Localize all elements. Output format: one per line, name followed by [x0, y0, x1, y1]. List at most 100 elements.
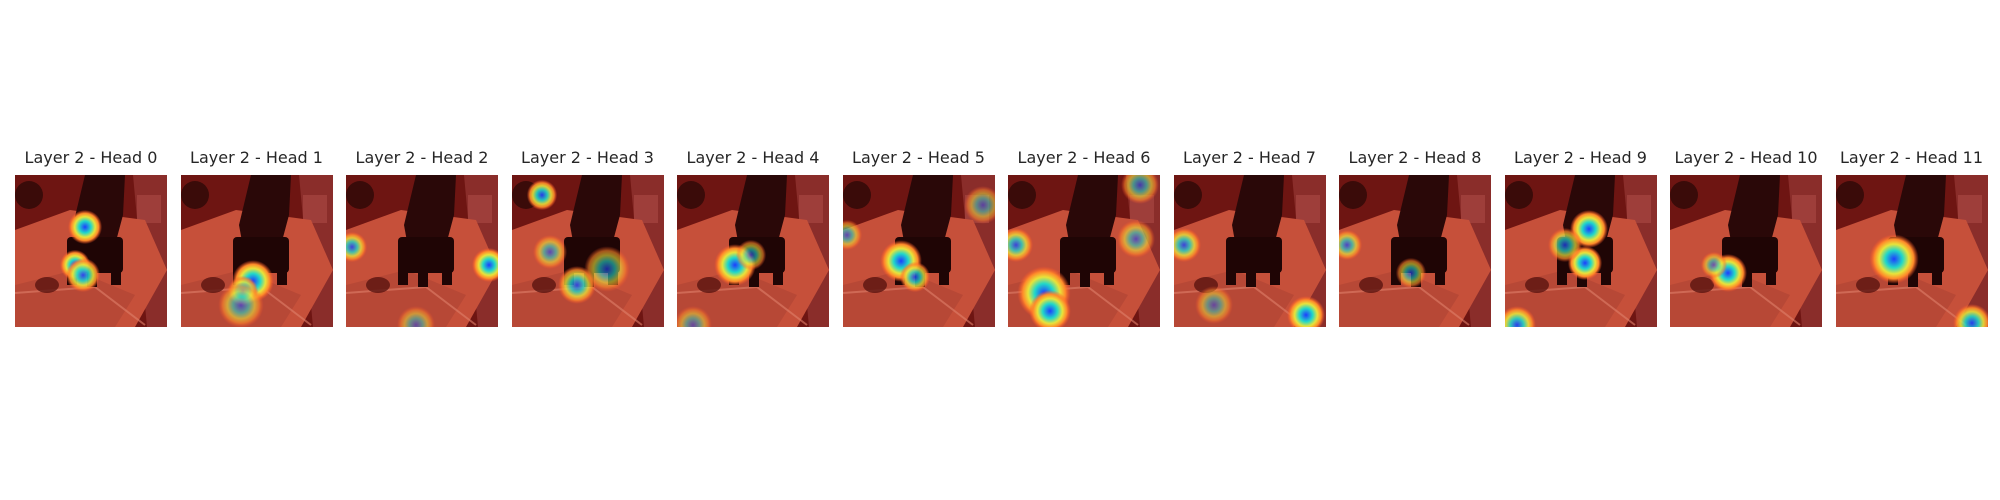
attention-hotspot [1286, 296, 1325, 327]
attention-hotspot [677, 306, 712, 327]
gripper-finger [276, 267, 287, 285]
round-object [15, 181, 43, 209]
robot-arm-shape [735, 175, 787, 247]
panel-title: Layer 2 - Head 10 [1674, 148, 1818, 167]
attention-hotspot [1117, 220, 1155, 258]
attention-hotspot [1121, 175, 1159, 204]
attention-heatmap-image [346, 175, 498, 327]
cabinet-panel [1626, 195, 1651, 223]
panel-title: Layer 2 - Head 4 [686, 148, 820, 167]
attention-hotspot [735, 239, 767, 271]
round-object [1835, 181, 1864, 209]
robot-arm-shape [1728, 175, 1780, 247]
attention-heatmap-image [15, 175, 167, 327]
attention-heatmap-image [1835, 175, 1988, 327]
round-object [346, 181, 374, 209]
robot-arm-shape [1397, 175, 1449, 247]
gripper-body [1225, 237, 1282, 273]
cabinet-panel [1461, 195, 1485, 223]
attention-hotspot [471, 247, 498, 283]
attention-heatmap-image [1339, 175, 1491, 327]
round-object [1504, 181, 1533, 209]
round-object [1670, 181, 1698, 209]
gripper-finger [1225, 267, 1236, 285]
panel-title: Layer 2 - Head 7 [1183, 148, 1316, 167]
bowl-shape [697, 277, 721, 293]
gripper-body [1060, 237, 1116, 273]
bowl-shape [200, 277, 225, 293]
attention-hotspot [583, 246, 630, 292]
cabinet-panel [1792, 195, 1816, 223]
gripper-finger [1600, 267, 1611, 285]
panel-title: Layer 2 - Head 6 [1017, 148, 1151, 167]
attention-heatmap-image [842, 175, 995, 327]
gripper-finger [1931, 267, 1942, 285]
round-object [1008, 181, 1036, 209]
attention-hotspot [526, 179, 557, 211]
panel-title: Layer 2 - Head 0 [24, 148, 158, 167]
attention-hotspot [1547, 227, 1582, 263]
panel-title: Layer 2 - Head 3 [521, 148, 654, 167]
attention-hotspot [532, 234, 567, 270]
panel-title: Layer 2 - Head 9 [1514, 148, 1647, 167]
attention-hotspot [1029, 290, 1071, 327]
attention-hotspot [1339, 229, 1363, 261]
gripper-finger [1742, 269, 1752, 287]
gripper-finger [1556, 267, 1567, 285]
attention-hotspot [842, 219, 862, 251]
bowl-shape [1359, 277, 1383, 293]
bowl-shape [1524, 277, 1549, 293]
attention-hotspot [1868, 234, 1919, 284]
panel-title: Layer 2 - Head 5 [852, 148, 985, 167]
round-object [677, 181, 705, 209]
gripper-finger [442, 267, 452, 285]
gripper-finger [1907, 269, 1918, 287]
attention-hotspot [1194, 286, 1233, 324]
robot-arm-shape [1231, 175, 1284, 247]
cabinet-panel [137, 195, 161, 223]
attention-hotspot [1008, 227, 1034, 263]
attention-heatmap-image [1504, 175, 1657, 327]
attention-hotspot [65, 257, 101, 293]
gripper-finger [398, 267, 408, 285]
cabinet-panel [468, 195, 492, 223]
round-object [842, 181, 871, 209]
round-object [1339, 181, 1367, 209]
bowl-shape [1855, 277, 1880, 293]
cabinet-panel [1295, 195, 1320, 223]
cabinet-panel [1957, 195, 1982, 223]
robot-arm-shape [238, 175, 291, 247]
gripper-finger [1104, 267, 1114, 285]
bowl-shape [366, 277, 390, 293]
attention-hotspot [1952, 304, 1988, 327]
round-object [180, 181, 209, 209]
panel-title: Layer 2 - Head 11 [1839, 148, 1984, 167]
gripper-finger [111, 267, 121, 285]
robot-arm-shape [1893, 175, 1946, 247]
attention-hotspot [1395, 257, 1427, 289]
gripper-finger [773, 267, 783, 285]
cabinet-panel [799, 195, 823, 223]
attention-heatmap-image [180, 175, 333, 327]
robot-arm-shape [404, 175, 456, 247]
robot-arm-shape [1066, 175, 1118, 247]
gripper-finger [1080, 269, 1090, 287]
attention-hotspot [217, 282, 264, 327]
cabinet-panel [633, 195, 658, 223]
gripper-finger [938, 267, 949, 285]
attention-hotspot [1700, 251, 1728, 279]
attention-hotspot [899, 261, 930, 293]
robot-arm-shape [900, 175, 953, 247]
attention-heatmap-image [1670, 175, 1822, 327]
gripper-finger [749, 269, 759, 287]
bowl-shape [531, 277, 556, 293]
panel-title: Layer 2 - Head 1 [190, 148, 323, 167]
gripper-finger [1435, 267, 1445, 285]
gripper-finger [418, 269, 428, 287]
attention-hotspot [67, 209, 103, 245]
gripper-finger [1060, 267, 1070, 285]
gripper-body [398, 237, 454, 273]
cabinet-panel [302, 195, 327, 223]
attention-hotspot [963, 186, 995, 224]
